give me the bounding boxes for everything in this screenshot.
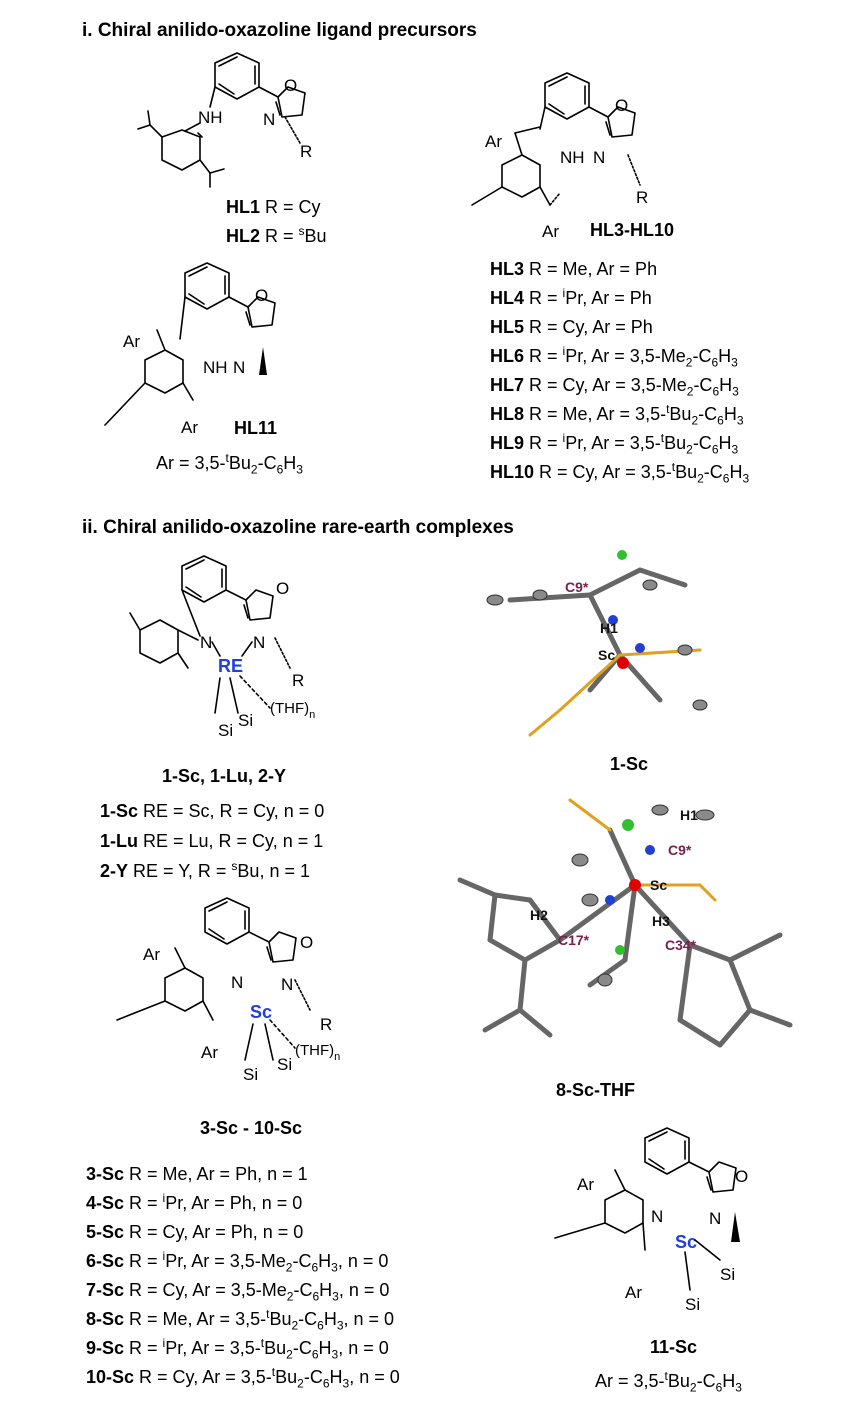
ar-group: Ar — [123, 332, 140, 351]
crystal-8sc-thf-caption: 8-Sc-THF — [556, 1080, 636, 1100]
sc-metal: Sc — [250, 1002, 272, 1022]
hl6-row: HL6 R = iPr, Ar = 3,5-Me2-C6H3 — [490, 344, 738, 370]
hl9-row: HL9 R = iPr, Ar = 3,5-tBu2-C6H3 — [490, 431, 739, 457]
h1-label: H1 — [600, 620, 618, 636]
r-group: R — [320, 1015, 332, 1034]
sc-label: Sc — [650, 877, 667, 893]
crystal-structure-1sc: C9* H1 Sc — [486, 550, 708, 737]
nitrogen-atom: N — [263, 110, 275, 129]
sc-metal: Sc — [675, 1232, 697, 1252]
silicon-atom: Si — [720, 1265, 735, 1284]
ar-group: Ar — [542, 222, 559, 241]
complex-3-10-caption: 3-Sc - 10-Sc — [200, 1118, 303, 1138]
complex-2y-row: 2-Y RE = Y, R = sBu, n = 1 — [100, 859, 310, 881]
ar-group: Ar — [201, 1043, 218, 1062]
complex-1lu-row: 1-Lu RE = Lu, R = Cy, n = 1 — [100, 831, 324, 851]
silicon-atom: Si — [277, 1055, 292, 1074]
hl3-hl10-caption: HL3-HL10 — [590, 220, 675, 240]
hl10-row: HL10 R = Cy, Ar = 3,5-tBu2-C6H3 — [490, 460, 750, 486]
sc-label: Sc — [598, 647, 615, 663]
section-i-title: i. Chiral anilido-oxazoline ligand precu… — [82, 20, 477, 41]
c17-label: C17* — [558, 932, 590, 948]
complex-4sc-row: 4-Sc R = iPr, Ar = Ph, n = 0 — [86, 1191, 303, 1213]
oxygen-atom: O — [284, 76, 297, 95]
r-group: R — [636, 188, 648, 207]
h3-label: H3 — [652, 913, 670, 929]
nitrogen-atom: N — [281, 975, 293, 994]
oxygen-atom: O — [300, 933, 313, 952]
h1-label: H1 — [680, 807, 698, 823]
nh-group: NH — [203, 358, 228, 377]
complex-6sc-row: 6-Sc R = iPr, Ar = 3,5-Me2-C6H3, n = 0 — [86, 1249, 389, 1275]
complex-9sc-row: 9-Sc R = iPr, Ar = 3,5-tBu2-C6H3, n = 0 — [86, 1336, 389, 1362]
nitrogen-atom: N — [200, 633, 212, 652]
nitrogen-atom: N — [651, 1207, 663, 1226]
hl4-row: HL4 R = iPr, Ar = Ph — [490, 286, 652, 308]
structure-hl3-hl10: O N R NH Ar Ar — [471, 72, 648, 241]
h2-label: H2 — [530, 907, 548, 923]
oxygen-atom: O — [255, 286, 268, 305]
hl11-ar-definition: Ar = 3,5-tBu2-C6H3 — [156, 451, 303, 477]
ar-group: Ar — [577, 1175, 594, 1194]
silicon-atom: Si — [243, 1065, 258, 1084]
thf-ligand: (THF)n — [270, 700, 315, 721]
hl7-row: HL7 R = Cy, Ar = 3,5-Me2-C6H3 — [490, 375, 739, 399]
re-metal: RE — [218, 656, 243, 676]
complex-3sc-row: 3-Sc R = Me, Ar = Ph, n = 1 — [86, 1164, 308, 1184]
nitrogen-atom: N — [231, 973, 243, 992]
complex-7sc-row: 7-Sc R = Cy, Ar = 3,5-Me2-C6H3, n = 0 — [86, 1280, 390, 1304]
ar-group: Ar — [181, 418, 198, 437]
complex-1sc-row: 1-Sc RE = Sc, R = Cy, n = 0 — [100, 801, 325, 821]
hl8-row: HL8 R = Me, Ar = 3,5-tBu2-C6H3 — [490, 402, 744, 428]
structure-complex-3-10: O N N Sc R (THF)n Ar Ar Si Si — [116, 897, 340, 1084]
structure-hl1-hl2: O N R NH — [137, 52, 312, 188]
complex-5sc-row: 5-Sc R = Cy, Ar = Ph, n = 0 — [86, 1222, 304, 1242]
complex-11sc-caption: 11-Sc — [650, 1337, 698, 1357]
complex-8sc-row: 8-Sc R = Me, Ar = 3,5-tBu2-C6H3, n = 0 — [86, 1307, 395, 1333]
nitrogen-atom: N — [253, 633, 265, 652]
oxygen-atom: O — [615, 96, 628, 115]
oxygen-atom: O — [276, 579, 289, 598]
nitrogen-atom: N — [709, 1209, 721, 1228]
complex-1-caption: 1-Sc, 1-Lu, 2-Y — [162, 766, 287, 786]
nitrogen-atom: N — [593, 148, 605, 167]
nh-group: NH — [560, 148, 585, 167]
hl5-row: HL5 R = Cy, Ar = Ph — [490, 317, 653, 337]
r-group: R — [300, 142, 312, 161]
hl1-label: HL1 R = Cy — [226, 197, 321, 217]
oxygen-atom: O — [735, 1167, 748, 1186]
r-group: R — [292, 671, 304, 690]
structure-complex-1: O N N RE R (THF)n Si Si — [129, 555, 315, 740]
ar-group: Ar — [625, 1283, 642, 1302]
hl3-row: HL3 R = Me, Ar = Ph — [490, 259, 658, 279]
ar-group: Ar — [143, 945, 160, 964]
ar-group: Ar — [485, 132, 502, 151]
crystal-1sc-caption: 1-Sc — [610, 754, 649, 774]
silicon-atom: Si — [685, 1295, 700, 1314]
complex-10sc-row: 10-Sc R = Cy, Ar = 3,5-tBu2-C6H3, n = 0 — [86, 1365, 400, 1391]
section-ii-title: ii. Chiral anilido-oxazoline rare-earth … — [82, 517, 514, 538]
silicon-atom: Si — [218, 721, 233, 740]
hl2-label: HL2 R = sBu — [226, 224, 327, 246]
crystal-structure-8sc-thf: H1 C9* Sc H2 C17* H3 C34* — [457, 798, 793, 1048]
c34-label: C34* — [665, 937, 697, 953]
structure-complex-11sc: O N N Sc Ar Ar Si Si — [554, 1127, 748, 1314]
nitrogen-atom: N — [233, 358, 245, 377]
thf-ligand: (THF)n — [295, 1042, 340, 1063]
c9-label: C9* — [668, 842, 692, 858]
silicon-atom: Si — [238, 711, 253, 730]
nh-group: NH — [198, 108, 223, 127]
c9-label: C9* — [565, 579, 589, 595]
structure-hl11: O N NH Ar Ar — [104, 262, 276, 437]
hl11-caption: HL11 — [234, 418, 278, 438]
complex-11sc-ar-definition: Ar = 3,5-tBu2-C6H3 — [595, 1369, 742, 1395]
